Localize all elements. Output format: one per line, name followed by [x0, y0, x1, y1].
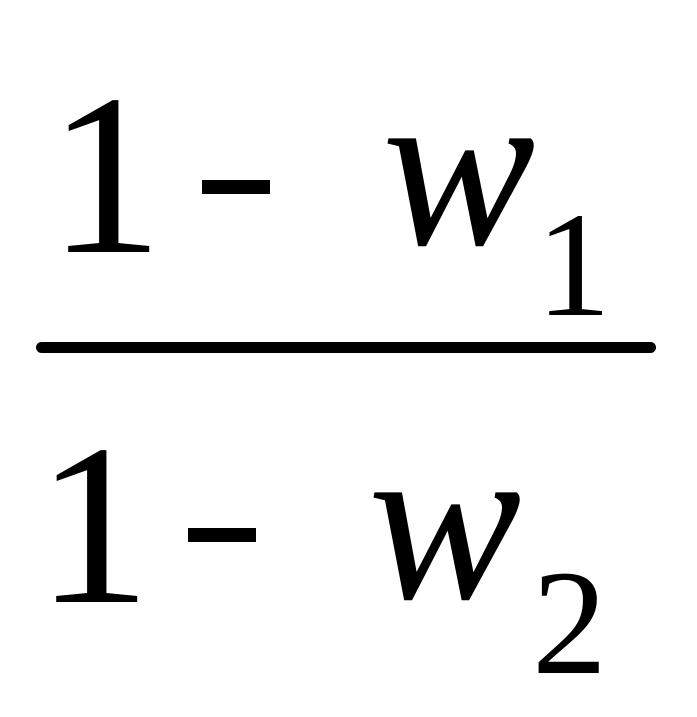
denominator-variable-w: w [368, 393, 522, 648]
denominator-one: 1 [36, 397, 151, 652]
numerator-minus-sign [202, 180, 270, 194]
fraction-bar [36, 342, 656, 353]
denominator-minus-sign [188, 528, 256, 542]
numerator-variable-w: w [382, 39, 536, 294]
denominator-subscript: 2 [532, 540, 607, 706]
numerator-subscript: 1 [536, 182, 611, 348]
numerator-one: 1 [48, 47, 163, 302]
